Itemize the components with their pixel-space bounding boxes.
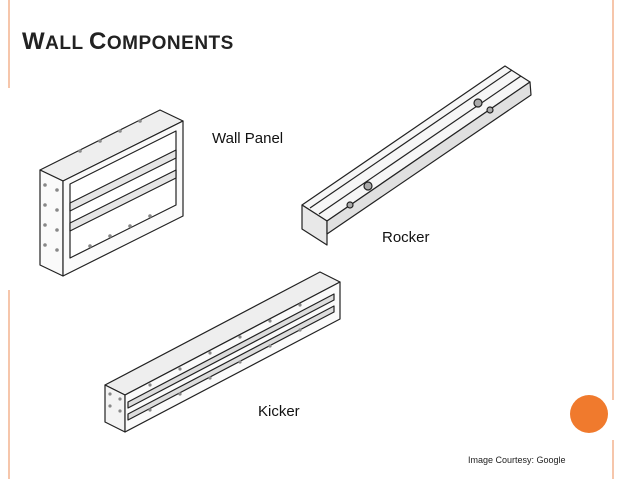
slide-border-right-lower <box>612 440 614 479</box>
image-credit: Image Courtesy: Google <box>468 455 566 465</box>
kicker-label: Kicker <box>258 403 300 420</box>
slide-border-left <box>8 0 10 88</box>
rocker-label: Rocker <box>382 229 430 246</box>
slide-title: WALL COMPONENTS <box>22 28 234 55</box>
accent-circle <box>570 395 608 433</box>
kicker-drawing <box>104 271 341 433</box>
slide-border-right <box>612 0 614 400</box>
wall-panel-drawing <box>39 109 184 277</box>
wall-panel-label: Wall Panel <box>212 130 284 147</box>
rocker-drawing <box>301 65 532 246</box>
slide-border-left-lower <box>8 290 10 479</box>
